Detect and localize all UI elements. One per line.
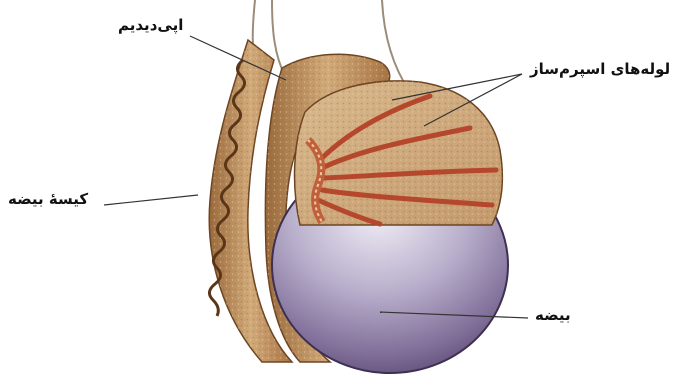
leader-scrotum	[104, 195, 198, 205]
seminiferous-tubules-section	[295, 81, 503, 225]
label-epididymis: اپی‌دیدیم	[118, 16, 183, 34]
label-scrotum: کیسهٔ بیضه	[8, 190, 88, 208]
label-testis: بیضه	[535, 306, 571, 324]
label-seminiferous-tubules: لوله‌های اسپرم‌ساز	[530, 60, 670, 78]
